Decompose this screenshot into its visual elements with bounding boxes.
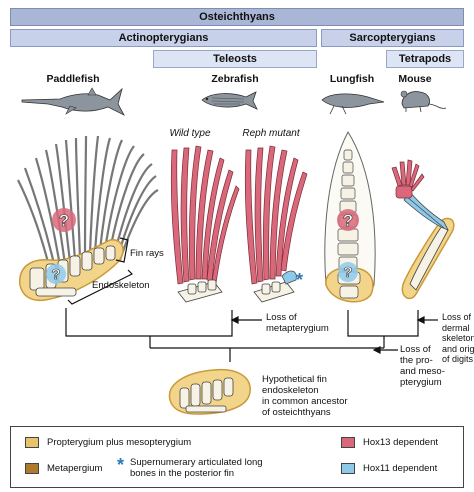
legend-supernumerary-text: Supernumerary articulated long bones in … — [130, 457, 263, 479]
loss-promeso-line1: Loss of — [400, 344, 431, 355]
loss-dermal-line3: skeleton — [442, 333, 474, 343]
loss-dermal-line1: Loss of — [442, 312, 472, 322]
lungfish-hox13-question: ? — [343, 211, 353, 230]
mouse-silhouette — [400, 90, 447, 113]
legend-supernumerary: * Supernumerary articulated long bones i… — [117, 455, 263, 479]
legend-hox13: Hox13 dependent — [341, 437, 438, 448]
lungfish-fin — [324, 131, 376, 303]
loss-dermal-line2: dermal — [442, 322, 470, 333]
label-loss-dermal: Loss of dermal skeleton and origin of di… — [442, 312, 474, 365]
band-teleosts-label: Teleosts — [213, 53, 257, 65]
fin-rays-bracket — [115, 237, 129, 263]
hox13-swatch — [341, 437, 355, 448]
ancestor-fin — [168, 368, 251, 415]
loss-promeso-line3: and meso- — [400, 366, 445, 377]
band-actinopterygians: Actinopterygians — [10, 29, 317, 47]
legend-propterygium-label: Propterygium plus mesopterygium — [47, 437, 192, 448]
legend-hox11-label: Hox11 dependent — [363, 463, 438, 474]
legend-hox11: Hox11 dependent — [341, 463, 437, 474]
loss-dermal-line5: of digits — [442, 354, 474, 364]
label-endoskeleton: Endoskeleton — [92, 280, 150, 291]
loss-meta-line2: metapterygium — [266, 323, 329, 334]
legend-supernumerary-line1: Supernumerary articulated long — [130, 457, 263, 468]
paddlefish-silhouette — [21, 87, 125, 116]
zebrafish-reph-rays — [244, 145, 308, 285]
loss-promeso-line4: pterygium — [400, 377, 442, 388]
paddlefish-endoskeleton — [19, 208, 124, 302]
event-arrows — [230, 316, 438, 354]
label-loss-pro-meso: Loss of the pro- and meso- pterygium — [400, 344, 445, 388]
zebrafish-silhouette — [201, 91, 258, 110]
band-osteichthyans-label: Osteichthyans — [199, 11, 275, 23]
lungfish-silhouette — [321, 93, 385, 115]
zebrafish-reph-endoskeleton — [253, 270, 297, 303]
hypo-line1: Hypothetical fin — [262, 374, 327, 385]
hypo-line4: of osteichthyans — [262, 407, 331, 418]
label-hypothetical-ancestor: Hypothetical fin endoskeleton in common … — [262, 374, 348, 418]
zebrafish-wildtype-rays — [170, 145, 240, 285]
loss-dermal-line4: and origin — [442, 343, 474, 354]
paddlefish-hox13-question: ? — [59, 211, 69, 230]
taxon-zebrafish: Zebrafish — [211, 73, 259, 85]
legend: Propterygium plus mesopterygium Metaperg… — [10, 426, 464, 488]
reph-asterisk: * — [296, 270, 303, 290]
subtitle-reph-mutant: Reph mutant — [242, 128, 300, 139]
metapterygium-swatch — [25, 463, 39, 474]
legend-supernumerary-line2: bones in the posterior fin — [130, 468, 235, 479]
hox11-swatch — [341, 463, 355, 474]
loss-meta-line1: Loss of — [266, 312, 297, 323]
band-sarcopterygians: Sarcopterygians — [321, 29, 464, 47]
label-loss-metapterygium: Loss of metapterygium — [266, 312, 329, 334]
legend-propterygium: Propterygium plus mesopterygium — [25, 437, 191, 448]
hypo-line3: in common ancestor — [262, 396, 348, 407]
legend-asterisk-icon: * — [117, 455, 125, 475]
phylogeny-lines — [65, 308, 419, 362]
legend-hox13-label: Hox13 dependent — [363, 437, 439, 448]
band-actinopterygians-label: Actinopterygians — [118, 32, 209, 44]
taxon-mouse: Mouse — [398, 73, 432, 85]
legend-metapterygium-label: Metapergium — [47, 463, 103, 474]
mouse-limb — [391, 159, 455, 300]
band-teleosts: Teleosts — [153, 50, 317, 68]
lungfish-hox11-question: ? — [343, 264, 352, 281]
taxon-lungfish: Lungfish — [329, 73, 375, 85]
zebrafish-wildtype-endoskeleton — [177, 279, 223, 303]
band-osteichthyans: Osteichthyans — [10, 8, 464, 26]
taxon-paddlefish: Paddlefish — [46, 73, 100, 85]
band-tetrapods: Tetrapods — [386, 50, 464, 68]
hypo-line2: endoskeleton — [262, 385, 319, 396]
band-tetrapods-label: Tetrapods — [398, 53, 452, 65]
loss-promeso-line2: the pro- — [400, 355, 433, 366]
band-sarcopterygians-label: Sarcopterygians — [349, 32, 436, 44]
subtitle-wild-type: Wild type — [169, 128, 211, 139]
paddlefish-hox11-question: ? — [51, 266, 60, 283]
legend-metapterygium: Metapergium — [25, 463, 102, 474]
propterygium-swatch — [25, 437, 39, 448]
endoskeleton-bracket — [67, 269, 134, 305]
label-fin-rays: Fin rays — [130, 248, 164, 259]
